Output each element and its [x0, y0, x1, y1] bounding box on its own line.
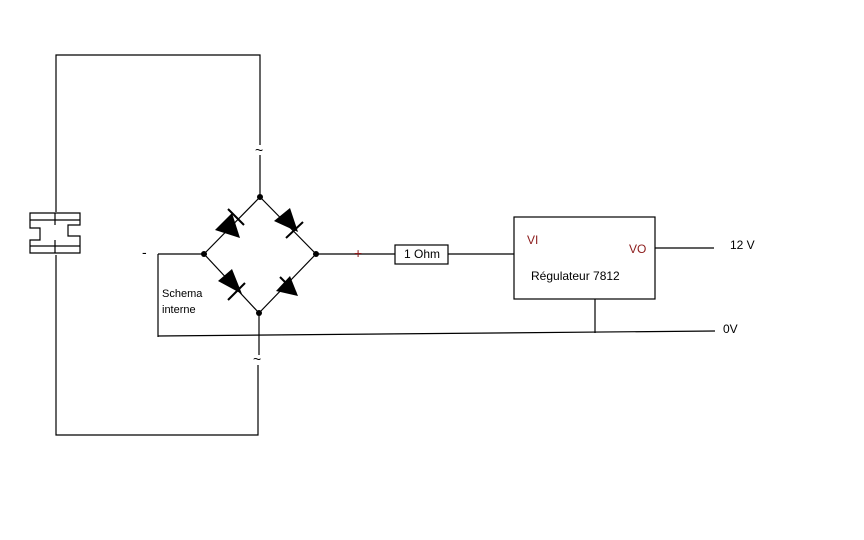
internal-schema-label-2: interne [162, 304, 196, 316]
positive-rail: + [316, 245, 395, 261]
regulator-output-label: VO [629, 242, 646, 256]
diode-upper-right [274, 208, 304, 239]
output-voltage-label: 12 V [730, 238, 755, 252]
plus-label: + [354, 245, 362, 261]
regulator-name-label: Régulateur 7812 [531, 269, 620, 283]
output-line: 12 V [655, 238, 755, 252]
ac-terminal-bottom: ~ [253, 313, 261, 367]
diode-lower-right [276, 276, 298, 296]
ac-top-label: ~ [255, 142, 263, 158]
node-dot-top [257, 194, 263, 200]
regulator-input-label: VI [527, 233, 538, 247]
transformer-symbol [29, 212, 81, 254]
diode-upper-left [215, 208, 245, 238]
resistor-label: 1 Ohm [404, 247, 440, 261]
diode-bridge [201, 194, 319, 316]
diode-lower-left [218, 269, 246, 301]
regulator-7812: VI VO Régulateur 7812 [513, 216, 656, 333]
ac-terminal-top: ~ [255, 142, 263, 197]
resistor: 1 Ohm [394, 244, 514, 265]
transformer-loop [55, 54, 261, 436]
internal-schema-label-1: Schema [162, 288, 203, 300]
ac-bottom-label: ~ [253, 351, 261, 367]
ground-label: 0V [723, 322, 738, 336]
minus-label: - [142, 244, 147, 260]
node-dot-bottom [256, 310, 262, 316]
negative-rail: - Schema interne [142, 244, 716, 337]
